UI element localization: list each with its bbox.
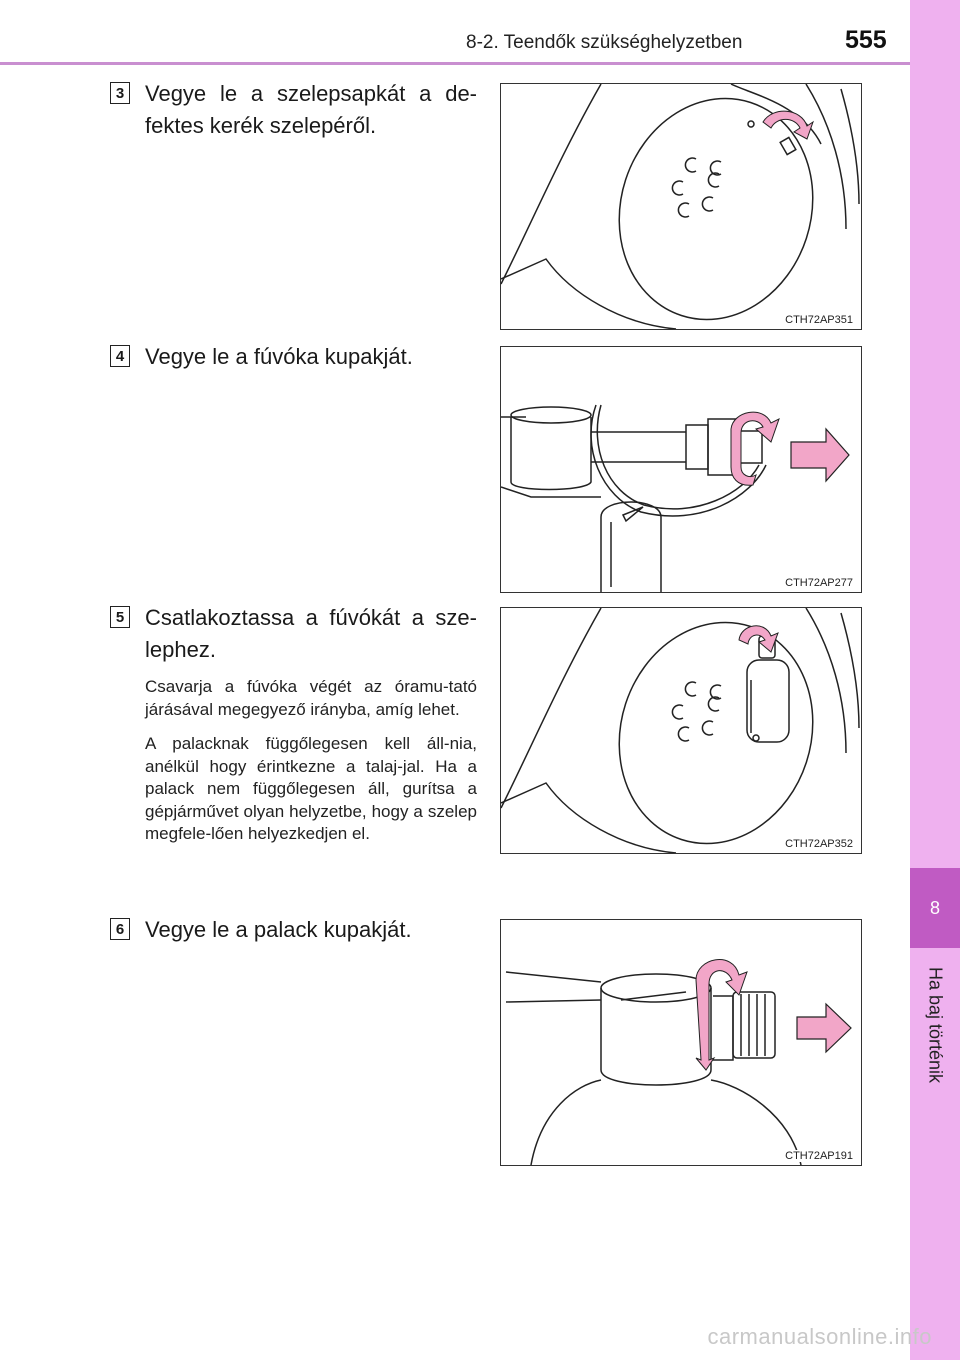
step-number-badge: 5 <box>110 606 130 628</box>
figure-code: CTH72AP277 <box>783 577 855 589</box>
nozzle-cap-illustration <box>501 404 850 592</box>
step-number-badge: 3 <box>110 82 130 104</box>
step-title: Vegye le a szelepsapkát a de-fektes keré… <box>145 81 477 138</box>
bottle-cap-illustration <box>505 959 852 1165</box>
wheel-valve-illustration <box>501 84 860 329</box>
step-body: Csavarja a fúvóka végét az óramu-tató já… <box>145 676 477 858</box>
step-title: Csatlakoztassa a fúvókát a sze-lephez. <box>145 605 477 662</box>
step-body-paragraph: A palacknak függőlegesen kell áll-nia, a… <box>145 734 477 843</box>
figure-code: CTH72AP352 <box>783 838 855 850</box>
connect-nozzle-illustration <box>501 608 860 853</box>
section-title: 8-2. Teendők szükséghelyzetben <box>466 32 743 53</box>
chapter-side-tab <box>910 0 960 1360</box>
figure-code: CTH72AP351 <box>783 314 855 326</box>
figure-nozzle-cap: CTH72AP277 <box>500 346 862 593</box>
figure-connect-nozzle: CTH72AP352 <box>500 607 862 854</box>
chapter-title: Ha baj történik <box>925 966 946 1084</box>
figure-valve-cap: CTH72AP351 <box>500 83 862 330</box>
header-rule <box>0 62 910 65</box>
chapter-number: 8 <box>910 868 960 948</box>
step-number-badge: 6 <box>110 918 130 940</box>
watermark: carmanualsonline.info <box>707 1324 932 1349</box>
step-number-badge: 4 <box>110 345 130 367</box>
step-title: Vegye le a palack kupakját. <box>145 917 412 942</box>
figure-code: CTH72AP191 <box>783 1150 855 1162</box>
step-body-paragraph: Csavarja a fúvóka végét az óramu-tató já… <box>145 677 477 719</box>
figure-bottle-cap: CTH72AP191 <box>500 919 862 1166</box>
step-title: Vegye le a fúvóka kupakját. <box>145 344 413 369</box>
page-number: 555 <box>845 26 887 54</box>
